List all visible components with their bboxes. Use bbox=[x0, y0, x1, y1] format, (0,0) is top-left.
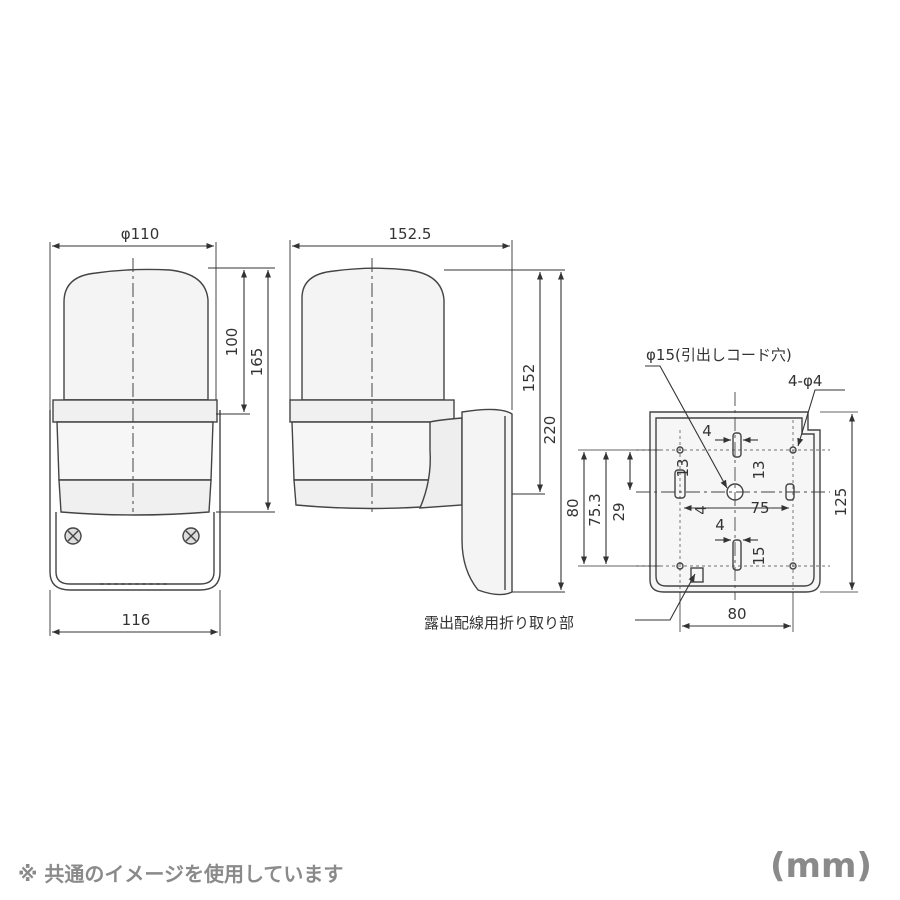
front-view bbox=[49, 258, 221, 591]
side-wall-base bbox=[461, 408, 513, 596]
mount-hole bbox=[789, 562, 797, 570]
dim-front-lens-height: 100 bbox=[223, 328, 241, 357]
dim-base-height: 125 bbox=[832, 488, 850, 517]
side-arm bbox=[418, 417, 463, 509]
mount-base-view bbox=[636, 392, 830, 600]
dim-base-width: 80 bbox=[727, 605, 746, 623]
screw-icon bbox=[182, 527, 200, 545]
front-flange bbox=[58, 479, 212, 516]
front-collar bbox=[52, 399, 218, 423]
unit-label: (mm) bbox=[770, 846, 872, 886]
dim-front-diameter: φ110 bbox=[121, 225, 160, 243]
dim-front-base-width: 116 bbox=[122, 611, 151, 629]
dim-hole-pitch: 75 bbox=[750, 499, 769, 517]
slot-top bbox=[732, 432, 742, 458]
front-dome bbox=[63, 268, 209, 401]
footnote: ※ 共通のイメージを使用しています bbox=[18, 862, 344, 886]
dim-slot-small: 4 bbox=[692, 505, 710, 515]
note-knockout: 露出配線用折り取り部 bbox=[424, 614, 574, 632]
dim-side-depth: 152.5 bbox=[389, 225, 432, 243]
screw-icon bbox=[64, 527, 82, 545]
dim-slot-bottom-width: 4 bbox=[715, 516, 725, 534]
note-cord-hole: φ15(引出しコード穴) bbox=[646, 346, 792, 364]
dim-mount-outer: 80 bbox=[564, 498, 582, 517]
slot-bottom bbox=[732, 539, 742, 571]
side-dome bbox=[301, 267, 445, 401]
dim-side-height-mount: 152 bbox=[520, 364, 538, 393]
note-mount-holes: 4-φ4 bbox=[788, 372, 822, 390]
dim-slot-left-length: 13 bbox=[674, 458, 692, 477]
dim-mount-mid: 29 bbox=[610, 502, 628, 521]
dim-mount-inner: 75.3 bbox=[586, 493, 604, 526]
front-base bbox=[49, 410, 221, 591]
mount-dimensions bbox=[578, 365, 858, 632]
side-dimensions bbox=[289, 240, 565, 593]
front-dimensions bbox=[49, 242, 275, 636]
dim-slot-top-width: 4 bbox=[702, 422, 712, 440]
side-view bbox=[289, 258, 513, 596]
dim-front-overall-height: 165 bbox=[248, 348, 266, 377]
dim-bottom-slot: 15 bbox=[750, 546, 768, 565]
dim-slot-right-length: 13 bbox=[750, 460, 768, 479]
front-body bbox=[56, 421, 214, 481]
mount-hole bbox=[676, 446, 684, 454]
dim-side-overall-height: 220 bbox=[541, 416, 559, 445]
